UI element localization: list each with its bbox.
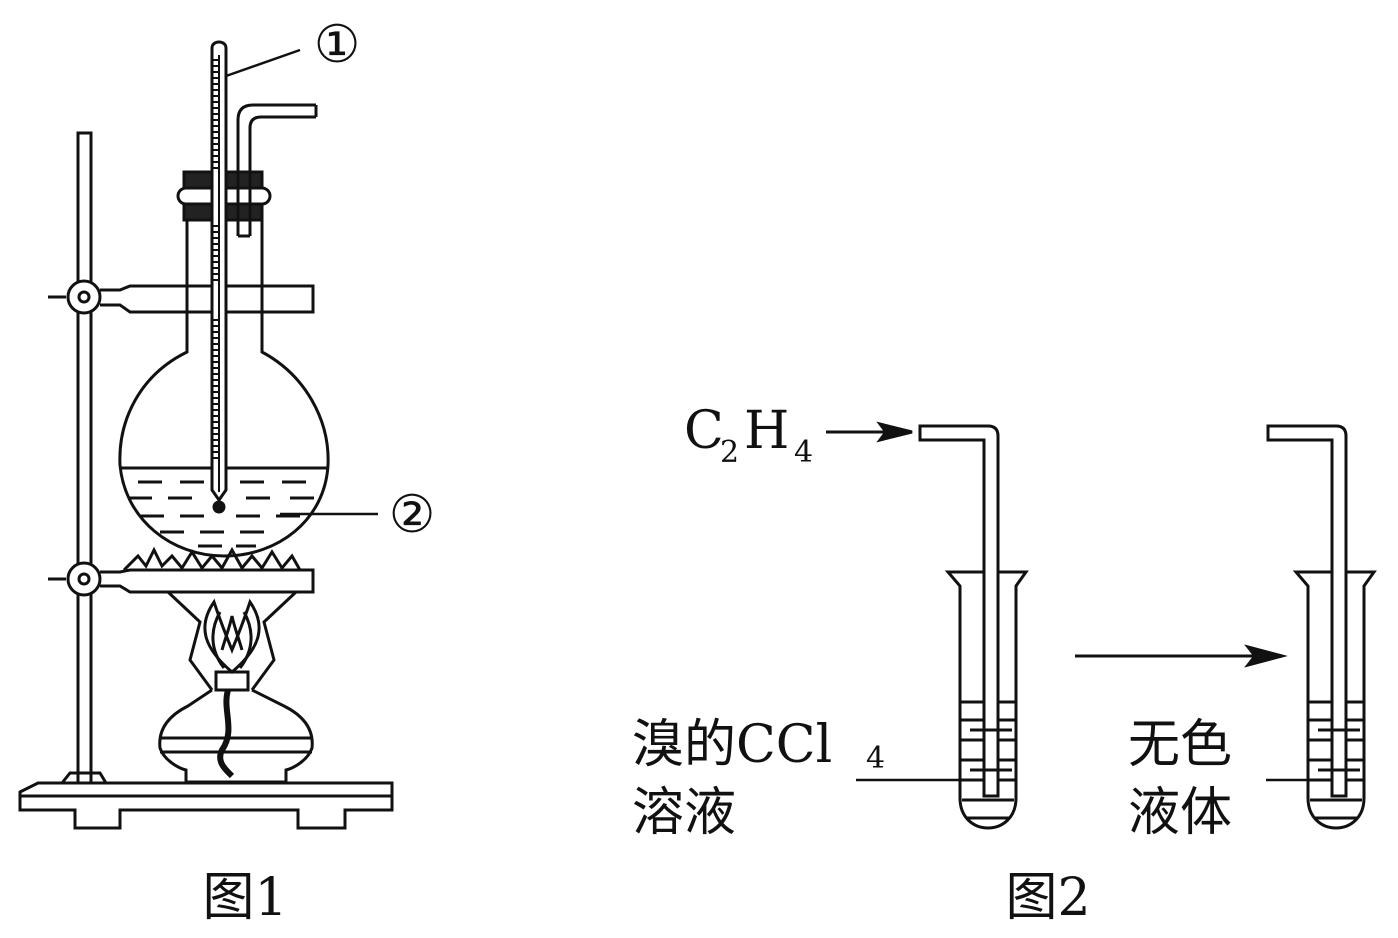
figure-1-apparatus [18,40,394,830]
gas-formula-h-sub: 4 [794,435,813,470]
left-solution-label: 溴的CCl 4 溶液 [632,715,885,843]
gas-formula-c: C [684,401,724,461]
gas-formula-h: H [744,401,789,461]
figure-2-apparatus [826,421,1377,830]
right-test-tube [1266,424,1377,830]
lamp-shield [166,590,298,691]
gas-formula-c-sub: 2 [720,435,739,470]
gas-inlet-arrow [826,421,913,443]
figure-1-caption: 图1 [202,868,287,928]
left-test-tube [918,424,1029,830]
right-label-line2: 液体 [1128,783,1232,843]
left-label-line1-sub: 4 [866,741,885,776]
right-liquid-label: 无色 液体 [1128,715,1232,843]
marker-1: ① [314,15,361,75]
upper-clamp [48,279,315,315]
stand-base [18,781,394,830]
right-label-line1: 无色 [1128,715,1232,775]
lower-clamp-gauze [48,546,315,597]
left-label-line2: 溶液 [632,783,736,843]
thermometer-scale [213,59,220,459]
figure-2-caption: 图2 [1005,868,1090,928]
alcohol-lamp [158,598,314,784]
flask-liquid [128,480,314,548]
delivery-tube [236,103,318,238]
gas-formula: C 2 H 4 [684,401,813,470]
thermometer [210,40,228,514]
stand-rod [60,131,108,785]
marker-1-leader [225,48,301,78]
transition-arrow [1075,644,1288,668]
marker-2: ② [389,485,436,545]
left-label-line1: 溴的CCl [632,715,832,775]
